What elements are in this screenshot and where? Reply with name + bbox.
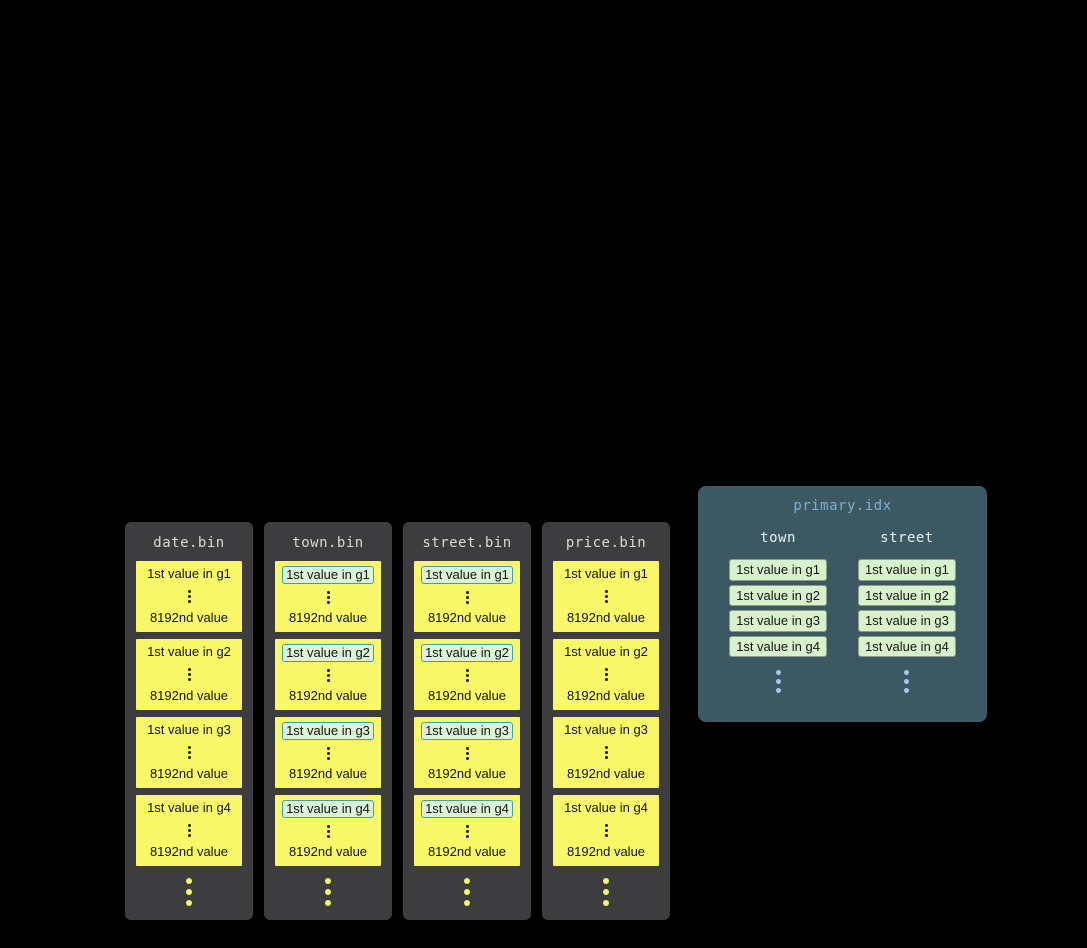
- granule-last-value: 8192nd value: [566, 610, 646, 626]
- granule-last-value: 8192nd value: [566, 688, 646, 704]
- granule-first-value: 1st value in g1: [147, 566, 231, 581]
- bin-file-name: price.bin: [565, 535, 647, 551]
- more-entries-ellipsis-icon: [775, 670, 781, 694]
- granule-first-value-highlighted: 1st value in g1: [282, 566, 374, 584]
- ellipsis-icon: [465, 824, 469, 838]
- index-entry-g3: 1st value in g3: [858, 610, 956, 632]
- granule-g1: 1st value in g1 8192nd value: [553, 561, 659, 632]
- granule-first-value-highlighted: 1st value in g2: [421, 644, 513, 662]
- more-granules-ellipsis-icon: [464, 878, 470, 906]
- granule-last-value: 8192nd value: [427, 610, 507, 626]
- granule-first-value: 1st value in g2: [564, 644, 648, 659]
- granule-first-value-highlighted: 1st value in g4: [421, 800, 513, 818]
- granule-g1: 1st value in g1 8192nd value: [275, 561, 381, 632]
- index-column-town: town 1st value in g1 1st value in g2 1st…: [729, 530, 827, 694]
- granule-first-value-highlighted: 1st value in g1: [421, 566, 513, 584]
- granule-first-value: 1st value in g3: [564, 722, 648, 737]
- granule-g4: 1st value in g4 8192nd value: [553, 795, 659, 866]
- granule-last-value: 8192nd value: [427, 766, 507, 782]
- granule-first-value: 1st value in g4: [564, 800, 648, 815]
- ellipsis-icon: [604, 589, 608, 603]
- granule-first-value-highlighted: 1st value in g3: [421, 722, 513, 740]
- bin-column-price: price.bin 1st value in g1 8192nd value 1…: [542, 522, 670, 920]
- bin-file-name: date.bin: [153, 535, 225, 551]
- granule-last-value: 8192nd value: [288, 688, 368, 704]
- granule-g3: 1st value in g3 8192nd value: [414, 717, 520, 788]
- granule-last-value: 8192nd value: [149, 844, 229, 860]
- granule-last-value: 8192nd value: [149, 766, 229, 782]
- ellipsis-icon: [465, 590, 469, 604]
- ellipsis-icon: [326, 824, 330, 838]
- index-entry-g3: 1st value in g3: [729, 610, 827, 632]
- index-columns: town 1st value in g1 1st value in g2 1st…: [698, 530, 987, 694]
- granule-last-value: 8192nd value: [427, 688, 507, 704]
- ellipsis-icon: [465, 668, 469, 682]
- granule-first-value: 1st value in g1: [564, 566, 648, 581]
- more-granules-ellipsis-icon: [186, 878, 192, 906]
- bin-column-town: town.bin 1st value in g1 8192nd value 1s…: [264, 522, 392, 920]
- bin-file-name: street.bin: [422, 535, 512, 551]
- ellipsis-icon: [187, 589, 191, 603]
- granule-last-value: 8192nd value: [566, 844, 646, 860]
- granule-last-value: 8192nd value: [288, 766, 368, 782]
- primary-index-panel: primary.idx town 1st value in g1 1st val…: [698, 486, 987, 722]
- granule-g2: 1st value in g2 8192nd value: [136, 639, 242, 710]
- more-entries-ellipsis-icon: [904, 670, 910, 694]
- bin-column-street: street.bin 1st value in g1 8192nd value …: [403, 522, 531, 920]
- ellipsis-icon: [604, 823, 608, 837]
- ellipsis-icon: [187, 745, 191, 759]
- granule-g1: 1st value in g1 8192nd value: [414, 561, 520, 632]
- granule-last-value: 8192nd value: [149, 688, 229, 704]
- index-file-name: primary.idx: [793, 498, 892, 514]
- index-entry-g1: 1st value in g1: [729, 559, 827, 581]
- granule-g3: 1st value in g3 8192nd value: [136, 717, 242, 788]
- index-entry-g4: 1st value in g4: [858, 635, 956, 658]
- granule-g3: 1st value in g3 8192nd value: [553, 717, 659, 788]
- bin-column-date: date.bin 1st value in g1 8192nd value 1s…: [125, 522, 253, 920]
- ellipsis-icon: [326, 590, 330, 604]
- granule-last-value: 8192nd value: [427, 844, 507, 860]
- ellipsis-icon: [326, 668, 330, 682]
- granule-last-value: 8192nd value: [566, 766, 646, 782]
- granule-first-value-highlighted: 1st value in g2: [282, 644, 374, 662]
- index-entry-g1: 1st value in g1: [858, 559, 956, 581]
- index-column-street: street 1st value in g1 1st value in g2 1…: [858, 530, 956, 694]
- index-column-name: street: [880, 530, 934, 546]
- granule-last-value: 8192nd value: [149, 610, 229, 626]
- ellipsis-icon: [187, 667, 191, 681]
- index-entry-g2: 1st value in g2: [858, 584, 956, 607]
- granule-last-value: 8192nd value: [288, 844, 368, 860]
- granule-first-value: 1st value in g4: [147, 800, 231, 815]
- index-entry-g2: 1st value in g2: [729, 584, 827, 607]
- ellipsis-icon: [604, 745, 608, 759]
- granule-g4: 1st value in g4 8192nd value: [414, 795, 520, 866]
- granule-last-value: 8192nd value: [288, 610, 368, 626]
- ellipsis-icon: [326, 746, 330, 760]
- bin-file-columns: date.bin 1st value in g1 8192nd value 1s…: [125, 522, 670, 920]
- granule-first-value-highlighted: 1st value in g4: [282, 800, 374, 818]
- granule-g3: 1st value in g3 8192nd value: [275, 717, 381, 788]
- granule-first-value: 1st value in g3: [147, 722, 231, 737]
- granule-g2: 1st value in g2 8192nd value: [275, 639, 381, 710]
- index-entry-g4: 1st value in g4: [729, 635, 827, 658]
- more-granules-ellipsis-icon: [603, 878, 609, 906]
- granule-g4: 1st value in g4 8192nd value: [136, 795, 242, 866]
- ellipsis-icon: [187, 823, 191, 837]
- granule-g2: 1st value in g2 8192nd value: [553, 639, 659, 710]
- granule-g2: 1st value in g2 8192nd value: [414, 639, 520, 710]
- granule-first-value: 1st value in g2: [147, 644, 231, 659]
- granule-g4: 1st value in g4 8192nd value: [275, 795, 381, 866]
- index-column-name: town: [760, 530, 796, 546]
- more-granules-ellipsis-icon: [325, 878, 331, 906]
- ellipsis-icon: [465, 746, 469, 760]
- bin-file-name: town.bin: [292, 535, 364, 551]
- ellipsis-icon: [604, 667, 608, 681]
- granule-first-value-highlighted: 1st value in g3: [282, 722, 374, 740]
- granule-g1: 1st value in g1 8192nd value: [136, 561, 242, 632]
